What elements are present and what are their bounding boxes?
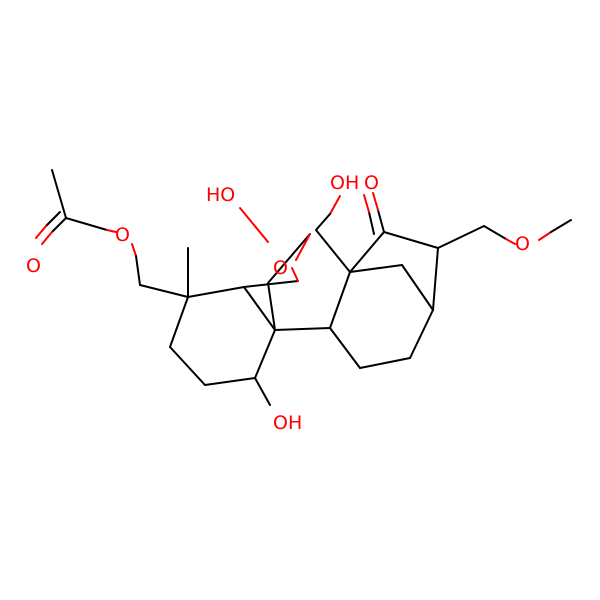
bond-methoxymethyl-b-red — [505, 238, 516, 245]
bond-ketone-a — [377, 209, 385, 233]
bond-ring-a-b — [169, 346, 206, 386]
bond-choh-to-oh — [254, 377, 271, 406]
bond-ketone-b-red — [363, 194, 370, 213]
label-hydroxyl-left: HO — [206, 184, 235, 206]
label-hydroxyl-bottom: OH — [273, 412, 302, 434]
bond-ch2-quaternary — [139, 284, 189, 298]
label-methoxy-oxygen: O — [515, 233, 530, 255]
bond-cage-b — [329, 271, 351, 329]
bond-ring-o-b-red — [291, 267, 299, 282]
bond-cage-j — [349, 264, 403, 273]
bond-cage-e — [359, 357, 411, 369]
bond-ring-d-e — [243, 286, 276, 331]
bond-ring-o-a-red — [239, 207, 269, 243]
bond-acetyl-co-b-red — [35, 225, 47, 239]
bond-bridge-c1 — [267, 233, 311, 284]
bond-cage-c — [274, 327, 331, 331]
bond-fusion-bridge-b — [267, 282, 276, 331]
bond-acetyl-co-b — [45, 211, 61, 227]
label-hydroxyl-top: OH — [330, 172, 359, 194]
label-ester-oxygen: O — [115, 224, 130, 246]
bond-ester-o-acetyl-red — [106, 229, 117, 233]
label-ketone-oxygen: O — [364, 172, 379, 194]
bond-cage-i — [349, 231, 385, 273]
bond-ring-b-c — [204, 377, 256, 386]
bond-quaternary-ring-a — [169, 296, 189, 348]
bond-cage-d — [329, 327, 361, 369]
bond-ring-c-d — [254, 329, 276, 379]
bond-ketone-b — [368, 211, 375, 235]
bond-fusion-bridge-a — [243, 280, 299, 288]
bond-cage-g — [432, 247, 439, 311]
bond-ring-e-quaternary — [187, 286, 245, 298]
bond-ester-o-ch2 — [135, 255, 141, 286]
bond-ester-o-ch2-red — [131, 243, 137, 257]
bond-methoxy — [550, 219, 572, 233]
bond-cage-k — [401, 264, 434, 311]
bond-methoxymethyl-b — [483, 225, 507, 240]
bond-cage-f — [409, 309, 434, 359]
label-ring-oxygen: O — [273, 257, 288, 279]
bond-ring-o-c-red — [295, 233, 311, 261]
bond-methoxymethyl-a — [437, 225, 485, 249]
label-acetyl-carbonyl-oxygen: O — [26, 255, 41, 277]
bond-top-oh-red — [329, 195, 341, 215]
bond-cage-a — [315, 229, 351, 273]
bond-ketone-a-red — [372, 192, 379, 211]
bond-methoxy-red — [538, 231, 552, 241]
bond-acetyl-methyl — [51, 169, 67, 219]
bond-acetyl-co-a — [51, 217, 67, 233]
bond-acetyl-co-a-red — [41, 231, 53, 245]
bond-cage-h — [383, 231, 439, 249]
bond-top-oh — [315, 213, 331, 231]
bond-acetyl-to-ester-o — [65, 217, 108, 231]
